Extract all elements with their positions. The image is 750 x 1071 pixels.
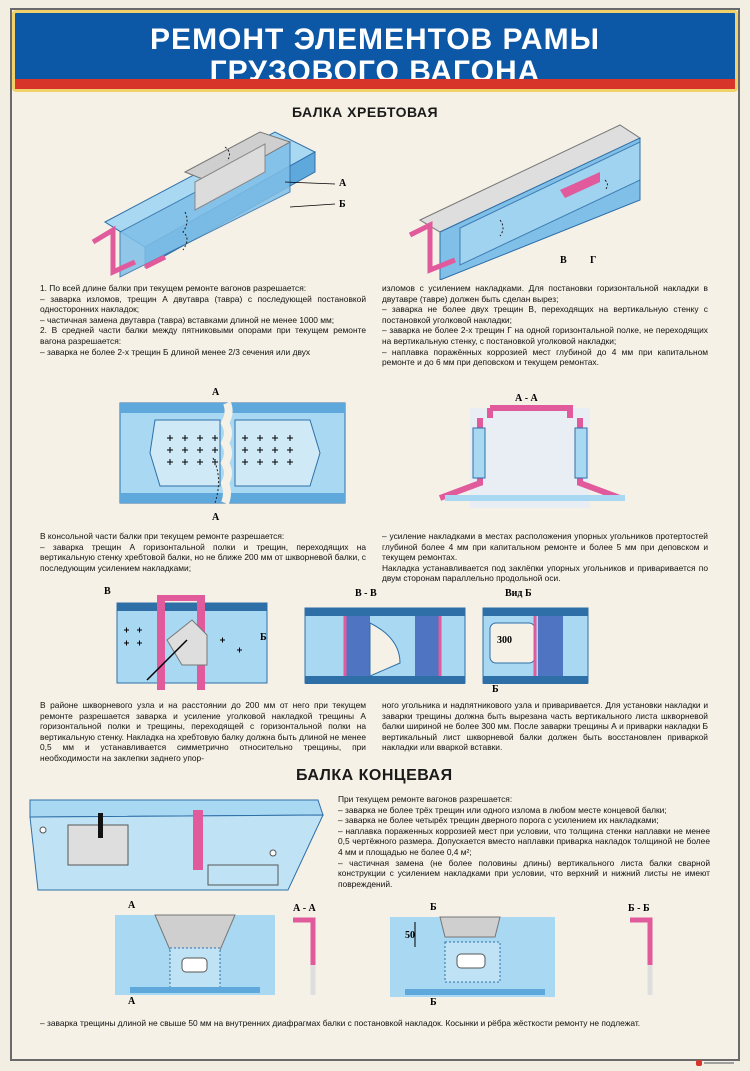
label-dim-300: 300 <box>497 635 512 646</box>
text-line: Накладка устанавливается под заклёпки уп… <box>382 562 708 584</box>
plan-view-rivets-figure <box>119 401 346 505</box>
text-line: – заварка не более 2-х трещин Б длиной м… <box>40 346 311 357</box>
label-crack-a: А <box>339 178 347 189</box>
section-vv-figure <box>304 607 466 684</box>
label-crack-b: Б <box>339 199 346 210</box>
section-title-end-beam: БАЛКА КОНЦЕВАЯ <box>296 767 453 784</box>
text-line: В районе шкворневого узла и на расстояни… <box>40 700 366 763</box>
text-line: При текущем ремонте вагонов разрешается: <box>338 794 513 804</box>
label-view-b: Б <box>260 632 267 643</box>
section-aa-figure <box>438 405 625 508</box>
view-b-figure <box>482 607 589 684</box>
text-line: ного угольника и надпятникового узла и п… <box>382 700 708 753</box>
label-crack-g: Г <box>590 255 597 266</box>
text-line: В консольной части балки при текущем рем… <box>40 531 285 541</box>
label-section-a-end-bottom: А <box>128 996 136 1007</box>
title-banner: РЕМОНТ ЭЛЕМЕНТОВ РАМЫ ГРУЗОВОГО ВАГОНА <box>12 10 738 92</box>
diaphragm-b-figure <box>390 916 555 997</box>
label-section-a-bottom: А <box>212 512 220 523</box>
text-block-5: В районе шкворневого узла и на расстояни… <box>40 700 366 764</box>
text-block-2: изломов с усилением накладками. Для пост… <box>382 283 708 368</box>
text-line: – заварка не более 2-х трещин Г на одной… <box>382 325 708 346</box>
text-line: – заварка не более трёх трещин или одног… <box>338 804 667 815</box>
title-line-1: РЕМОНТ ЭЛЕМЕНТОВ РАМЫ <box>150 23 600 56</box>
publisher-logo-icon <box>696 1060 734 1066</box>
label-crack-v: В <box>560 255 567 266</box>
text-line: – усиление накладками в местах расположе… <box>382 531 708 563</box>
label-view-b-bottom: Б <box>492 684 499 695</box>
label-section-vv: В - В <box>355 588 377 599</box>
text-block-3: В консольной части балки при текущем рем… <box>40 531 366 573</box>
text-block-7: При текущем ремонте вагонов разрешается:… <box>338 794 710 889</box>
label-view-b-title: Вид Б <box>505 588 532 599</box>
kingpin-node-figure <box>116 595 268 690</box>
text-line: – заварка не более четырёх трещин дверно… <box>338 815 659 826</box>
title-edge-stripe <box>15 79 735 89</box>
text-line: 2. В средней части балки между пятниковы… <box>40 325 366 346</box>
text-line: – частичная замена двутавра (тавра) вста… <box>40 314 335 325</box>
label-section-b-end-top: Б <box>430 902 437 913</box>
text-line: изломов с усилением накладками. Для пост… <box>382 283 708 304</box>
label-dim-50: 50 <box>405 930 415 941</box>
diaphragm-a-figure <box>115 914 275 995</box>
text-line: – заварка трещин А горизонтальной полки … <box>40 541 366 573</box>
text-line: – наплавка пораженных коррозией мест при… <box>338 825 710 857</box>
spine-beam-iso-figure-2 <box>408 124 642 280</box>
label-section-a-end-top: А <box>128 900 136 911</box>
text-block-4: – усиление накладками в местах расположе… <box>382 531 708 584</box>
text-block-1: 1. По всей длине балки при текущем ремон… <box>40 283 366 357</box>
label-section-b-end-bottom: Б <box>430 997 437 1008</box>
label-section-v-left: В <box>104 586 111 597</box>
label-section-a-top: А <box>212 387 220 398</box>
text-line: – заварка не более двух трещин В, перехо… <box>382 304 708 325</box>
end-beam-iso-figure <box>29 799 324 891</box>
text-line: 1. По всей длине балки при текущем ремон… <box>40 283 307 293</box>
text-line: – заварка изломов, трещин А двутавра (та… <box>40 293 366 315</box>
section-aa-end-figure <box>293 917 316 995</box>
text-block-6: ного угольника и надпятникового узла и п… <box>382 700 708 753</box>
text-block-8: – заварка трещины длиной не свыше 50 мм … <box>40 1018 720 1029</box>
text-line: – наплавка поражённых коррозией мест глу… <box>382 346 708 368</box>
label-section-bb-end: Б - Б <box>628 903 650 914</box>
text-line: – частичная замена (не более половины дл… <box>338 857 710 889</box>
label-section-aa-end: А - А <box>293 903 316 914</box>
spine-beam-iso-figure <box>91 131 336 278</box>
section-title-spine-beam: БАЛКА ХРЕБТОВАЯ <box>292 104 439 120</box>
section-bb-end-figure <box>630 917 653 995</box>
text-line: – заварка трещины длиной не свыше 50 мм … <box>40 1018 641 1028</box>
label-section-aa: А - А <box>515 393 538 404</box>
